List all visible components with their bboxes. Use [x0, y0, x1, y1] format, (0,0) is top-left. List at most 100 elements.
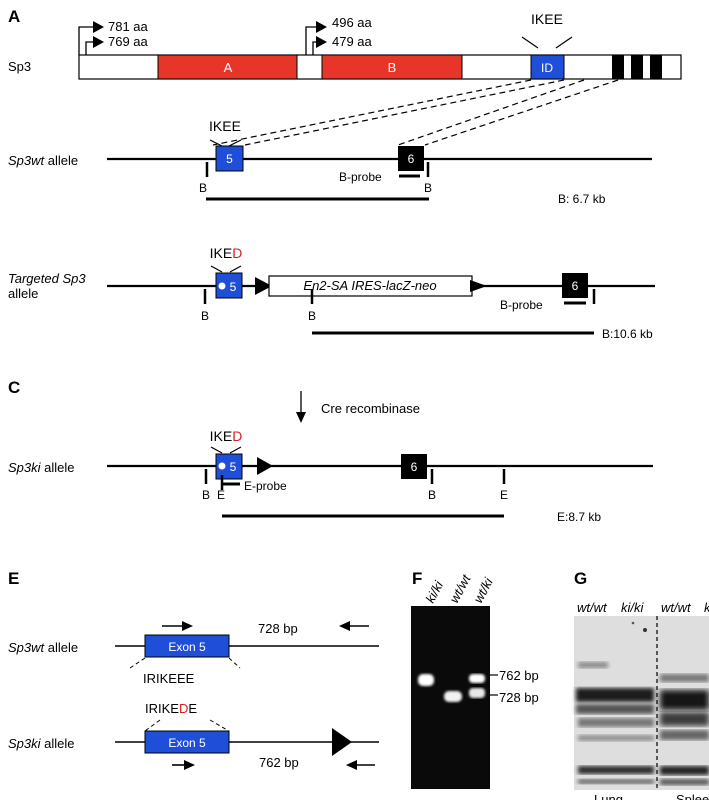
e-wt-seq-pointer	[129, 657, 241, 669]
zinc-finger-1	[612, 55, 624, 79]
isoform-496-label: 496 aa	[332, 15, 373, 30]
ki-site-e1-label: E	[217, 488, 225, 502]
targeted-site-b1-label: B	[201, 309, 209, 323]
wt-exon-5	[215, 145, 244, 172]
targeted-exon-6-label: 6	[572, 279, 579, 293]
wt-allele-name: Sp3wt allele	[8, 153, 78, 168]
western-blot	[574, 616, 709, 790]
e-wt-sequence: IRIKEEE	[143, 671, 195, 686]
blot-tissue-lung: Lung	[594, 792, 623, 800]
gel-marker-728: 728 bp	[499, 690, 539, 705]
domain-b-label: B	[388, 60, 397, 75]
ki-exon-6	[401, 454, 427, 479]
isoform-arrowhead-479	[316, 36, 327, 48]
e-wt-allele-name: Sp3wt allele	[8, 640, 78, 655]
wt-exon-6-label: 6	[408, 152, 415, 166]
panel-g-label: G	[574, 569, 587, 588]
ki-motif-label: IKED	[210, 428, 243, 444]
loxp-site-1	[255, 277, 272, 295]
isoform-781-label: 781 aa	[108, 19, 149, 34]
gel-lane-label-3: wt/ki	[470, 574, 496, 605]
ki-motif-pointer	[210, 446, 242, 454]
targeted-site-b2-label: B	[308, 309, 316, 323]
e-ki-allele-name: Sp3ki allele	[8, 736, 75, 751]
domain-a-label: A	[224, 60, 233, 75]
panel-e-label: E	[8, 569, 19, 588]
blot-lane-label-2: ki/ki	[621, 600, 645, 615]
wt-site-b2-label: B	[424, 181, 432, 195]
ki-exon-5-label: 5	[230, 460, 237, 474]
targeted-probe-label: B-probe	[500, 298, 543, 312]
e-ki-loxp-site	[332, 728, 352, 756]
e-ki-exon-label: Exon 5	[168, 736, 206, 750]
gel-band-wtki-728	[469, 688, 485, 698]
isoform-769-label: 769 aa	[108, 34, 149, 49]
cre-arrow-head	[296, 412, 306, 423]
ki-site-b2-label: B	[428, 488, 436, 502]
gel-lane-label-2: wt/wt	[446, 571, 474, 605]
blot-lane-label-1: wt/wt	[577, 600, 608, 615]
point-mutation-marker	[218, 282, 226, 290]
isoform-arrowhead-496	[316, 21, 327, 33]
e-ki-exon-5	[144, 730, 230, 754]
gel-lane-label-1: ki/ki	[422, 578, 446, 606]
isoform-start-arrows-right	[305, 26, 316, 55]
isoform-479-label: 479 aa	[332, 34, 373, 49]
gel-band-kiki-762	[418, 674, 434, 686]
e-wt-exon-5	[144, 634, 230, 658]
wt-probe-label: B-probe	[339, 170, 382, 184]
e-wt-primer-fwd-head	[182, 621, 193, 631]
e-wt-exon-label: Exon 5	[168, 640, 206, 654]
protein-name: Sp3	[8, 59, 31, 74]
ki-exon-6-label: 6	[411, 460, 418, 474]
targeted-exon-5-label: 5	[230, 280, 237, 294]
zoom-dashed-lines	[212, 79, 619, 146]
targeted-motif-pointer	[210, 265, 242, 273]
targeted-fragment-size: B:10.6 kb	[602, 327, 653, 341]
ki-point-mutation-marker	[218, 462, 226, 470]
domain-b	[321, 54, 463, 80]
gel-marker-762: 762 bp	[499, 668, 539, 683]
protein-motif-label: IKEE	[531, 11, 563, 27]
isoform-arrowhead-781	[93, 21, 104, 33]
zinc-finger-3	[650, 55, 662, 79]
gel-bands	[418, 674, 485, 702]
zinc-finger-2	[631, 55, 643, 79]
targeted-allele-name-line1: Targeted Sp3	[8, 271, 86, 286]
panel-a-label: A	[8, 7, 20, 26]
gel-band-wtki-762	[469, 674, 485, 683]
e-ki-product-size: 762 bp	[259, 755, 299, 770]
domain-id	[530, 54, 565, 80]
blot-lane-label-3: wt/wt	[661, 600, 692, 615]
ki-probe-label: E-probe	[244, 479, 287, 493]
isoform-arrowhead-769	[93, 36, 104, 48]
e-wt-product-size: 728 bp	[258, 621, 298, 636]
e-ki-seq-pointer	[144, 719, 230, 732]
blot-tissue-spleen: Splee	[676, 792, 709, 800]
e-ki-primer-fwd-head	[184, 760, 195, 770]
panel-f-label: F	[412, 569, 422, 588]
loxp-site-2	[470, 280, 487, 292]
domain-a	[157, 54, 298, 80]
domain-id-label: ID	[541, 61, 553, 75]
wt-fragment-size: B: 6.7 kb	[558, 192, 606, 206]
wt-exon-6	[398, 146, 424, 171]
isoform-start-arrows-left	[78, 26, 93, 55]
targeted-motif-label: IKED	[210, 245, 243, 261]
cre-label: Cre recombinase	[321, 401, 420, 416]
e-ki-sequence: IRIKEDE	[145, 701, 197, 716]
wt-motif-label: IKEE	[209, 118, 241, 134]
blot-lane-label-4: k	[704, 600, 709, 615]
targeted-exon-6	[562, 273, 588, 298]
protein-motif-pointer	[521, 36, 573, 49]
panel-c-label: C	[8, 378, 20, 397]
ki-fragment-size: E:8.7 kb	[557, 510, 601, 524]
wt-motif-pointer	[209, 139, 242, 147]
wt-site-b1-label: B	[199, 181, 207, 195]
ki-site-e2-label: E	[500, 488, 508, 502]
gel-band-wtwt-728	[444, 691, 462, 702]
targeted-allele-name-line2: allele	[8, 286, 38, 301]
e-ki-primer-rev-head	[346, 760, 357, 770]
wt-exon-5-label: 5	[226, 152, 233, 166]
ki-site-b1-label: B	[202, 488, 210, 502]
